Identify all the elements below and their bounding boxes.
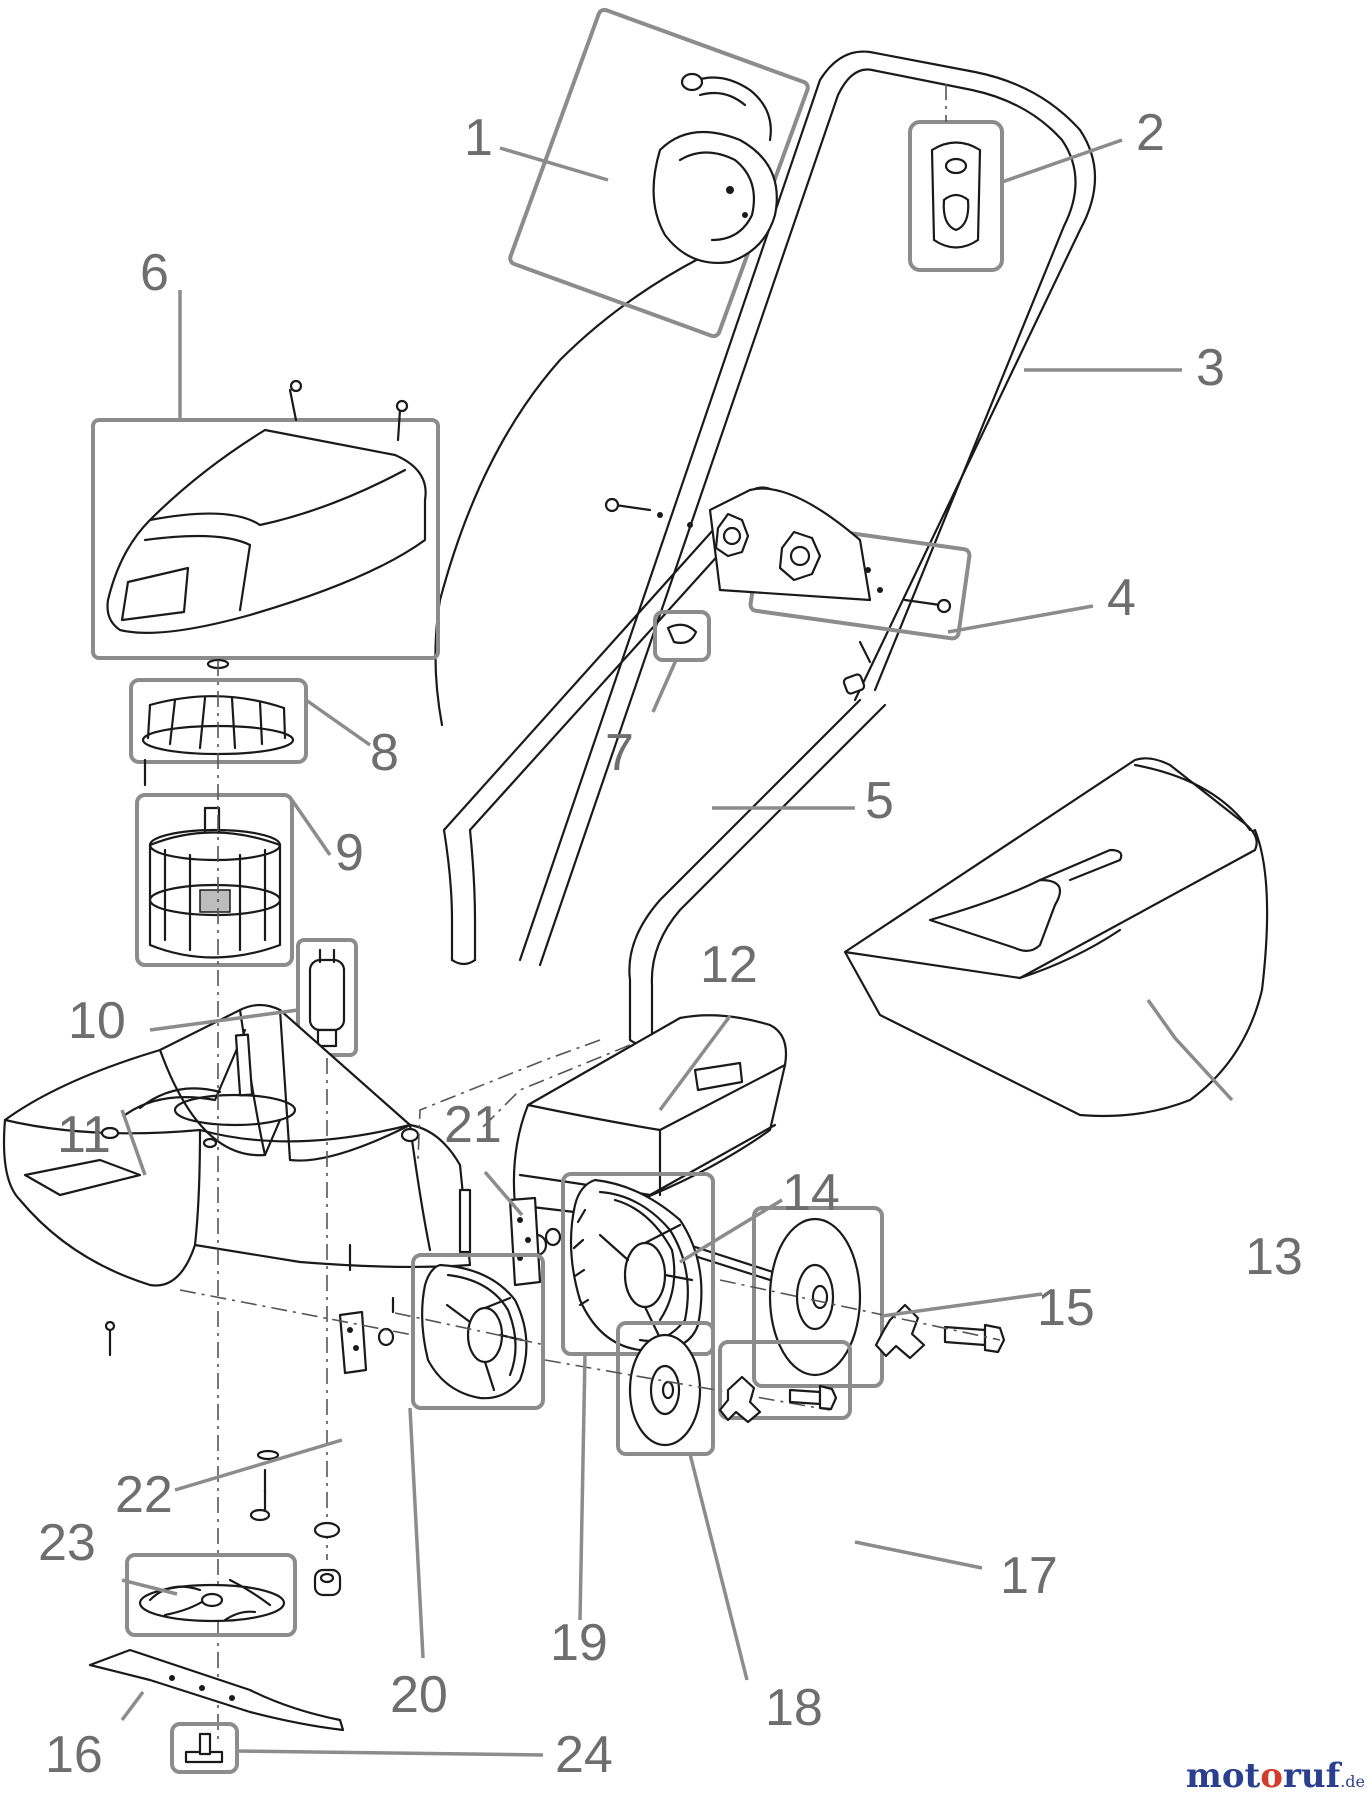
height-adjuster-assembly	[604, 487, 972, 695]
part-label-16: 16	[45, 1726, 103, 1784]
cable-clip	[653, 610, 711, 662]
part-label-19: 19	[550, 1614, 608, 1672]
part-label-17: 17	[1000, 1547, 1058, 1605]
part-label-24: 24	[555, 1726, 613, 1784]
cooling-fan	[129, 678, 308, 787]
part-label-12: 12	[700, 936, 758, 994]
switch-assembly	[508, 7, 810, 339]
part-label-7: 7	[605, 724, 634, 782]
part-label-2: 2	[1136, 104, 1165, 162]
leader-lines	[120, 138, 1234, 1757]
electric-motor	[135, 793, 294, 967]
part-label-9: 9	[335, 824, 364, 882]
part-label-1: 1	[464, 109, 493, 167]
part-numbers: 1 2 3 4 5 6 7 8 9 10 11 12 13 14 15 16 1…	[38, 104, 1303, 1784]
part-label-23: 23	[38, 1514, 96, 1572]
power-cable	[434, 256, 702, 727]
blade-adapter	[125, 1449, 342, 1637]
part-label-6: 6	[140, 244, 169, 302]
part-label-21: 21	[444, 1096, 502, 1154]
part-label-5: 5	[865, 772, 894, 830]
mower-deck-housing	[2, 1003, 472, 1287]
watermark-part-2: o	[1260, 1756, 1283, 1796]
motoruf-watermark: motoruf.de	[1186, 1756, 1365, 1796]
part-label-20: 20	[390, 1666, 448, 1724]
part-label-18: 18	[765, 1679, 823, 1737]
wheel-nut-and-bolt	[718, 1340, 852, 1424]
part-label-10: 10	[68, 992, 126, 1050]
watermark-suffix: .de	[1340, 1772, 1365, 1791]
part-label-15: 15	[1037, 1279, 1095, 1337]
watermark-part-3: ruf	[1282, 1756, 1341, 1796]
rear-wheel	[561, 1172, 715, 1356]
motor-cover	[91, 379, 440, 670]
part-label-13: 13	[1245, 1228, 1303, 1286]
part-label-11: 11	[57, 1106, 111, 1164]
part-label-14: 14	[782, 1164, 840, 1222]
part-label-22: 22	[115, 1466, 173, 1524]
part-label-8: 8	[370, 724, 399, 782]
front-height-plate	[104, 1296, 395, 1375]
cutting-blade	[88, 1648, 345, 1732]
front-hubcap	[544, 1321, 831, 1456]
rear-hubcap	[719, 1206, 1006, 1388]
grass-catcher	[843, 757, 1269, 1118]
upper-handle-bar	[518, 50, 1096, 967]
front-wheel	[411, 1253, 545, 1410]
blade-bolt	[170, 1722, 239, 1774]
part-label-3: 3	[1196, 339, 1225, 397]
handle-clip	[908, 84, 1004, 272]
watermark-part-1: mot	[1185, 1756, 1261, 1796]
part-label-4: 4	[1107, 569, 1136, 627]
